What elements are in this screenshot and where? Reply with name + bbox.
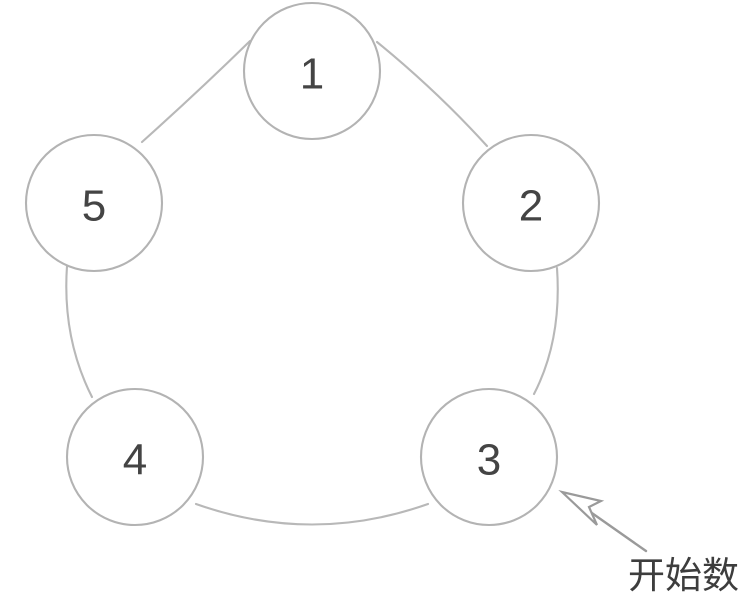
node-3-circle[interactable] [419, 387, 559, 527]
edge-1-to-2 [375, 40, 489, 148]
node-2-circle[interactable] [461, 133, 601, 273]
node-4-circle[interactable] [65, 387, 205, 527]
annotation-arrow [558, 490, 648, 553]
edge-group [65, 39, 559, 526]
arrow-head-icon [558, 490, 605, 526]
node-3[interactable]: 3 [419, 387, 559, 527]
node-1-circle[interactable] [242, 1, 382, 141]
node-group: 1 2 3 4 5 [24, 1, 601, 527]
edge-4-to-5 [65, 264, 94, 399]
node-3-label: 3 [477, 436, 501, 485]
edge-5-to-1 [140, 39, 252, 144]
node-5-circle[interactable] [24, 133, 164, 273]
node-2[interactable]: 2 [461, 133, 601, 273]
arrow-shaft [587, 509, 648, 553]
node-4[interactable]: 4 [65, 387, 205, 527]
node-1[interactable]: 1 [242, 1, 382, 141]
edge-2-to-3 [532, 266, 559, 396]
node-2-label: 2 [519, 182, 543, 231]
node-5-label: 5 [82, 182, 106, 231]
node-4-label: 4 [123, 436, 147, 485]
node-1-label: 1 [300, 50, 324, 99]
node-5[interactable]: 5 [24, 133, 164, 273]
edge-3-to-4 [194, 502, 430, 526]
annotation-label: 开始数 [628, 554, 739, 597]
